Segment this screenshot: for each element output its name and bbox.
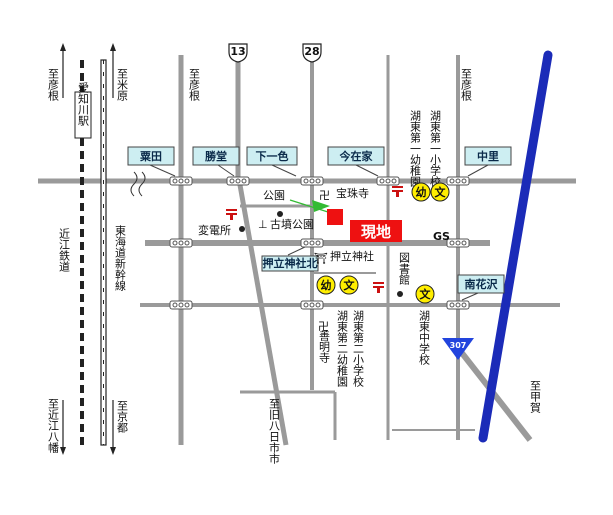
place-library: 図書館: [398, 252, 411, 286]
dir-yokaichi: 至旧八日市市: [268, 398, 281, 465]
route-shield-13: 13: [228, 43, 248, 63]
post-office-icon: [392, 186, 403, 197]
signal-icon: [300, 176, 324, 186]
traffic-signals: [169, 176, 470, 310]
svg-text:幼: 幼: [321, 278, 332, 292]
intersection-katsudo: 勝堂: [205, 149, 227, 163]
svg-text:28: 28: [304, 45, 319, 58]
signal-icon: [300, 300, 324, 310]
post-office-icon: [373, 282, 384, 293]
lake-road: [478, 50, 553, 443]
intersection-nakazato: 中里: [477, 149, 499, 163]
route-shield-307: 307: [442, 338, 474, 360]
dir-hikone-left: 至彦根: [47, 68, 60, 102]
place-kindergarten-2: 湖東第二幼稚園: [336, 310, 349, 388]
place-gas-station: GS: [433, 230, 450, 243]
current-location-marker: [327, 209, 343, 225]
place-park: 公園: [263, 189, 285, 202]
kindergarten-icon: 幼: [411, 182, 431, 202]
svg-text:文: 文: [344, 278, 356, 292]
signal-icon: [169, 238, 193, 248]
place-elementary-1: 湖東第一小学校: [429, 110, 442, 188]
signal-icon: [446, 300, 470, 310]
station-label: 愛知川駅: [77, 82, 90, 127]
signal-icon: [376, 176, 400, 186]
landmark-dot-icon: [277, 211, 283, 217]
route-shield-28: 28: [302, 43, 322, 63]
park-arrow-icon: [312, 200, 330, 212]
signal-icon: [169, 176, 193, 186]
aichigawa-station: 愛知川駅: [74, 82, 92, 139]
signal-icon: [446, 238, 470, 248]
landmark-dot-icon: [239, 226, 245, 232]
temple-mark-icon: ⊥: [258, 218, 268, 231]
svg-text:文: 文: [420, 287, 432, 301]
intersection-labels: 粟田 勝堂 下一色 今在家 中里 押立神社北 南花沢: [127, 146, 512, 301]
temple-icon: 卍: [319, 189, 330, 202]
current-location-label: 現地: [361, 223, 391, 241]
current-location: 現地: [289, 199, 402, 242]
school-icon: 文: [415, 284, 435, 304]
signal-icon: [226, 176, 250, 186]
intersection-imazaike: 今在家: [339, 149, 374, 163]
place-kindergarten-1: 湖東第一幼稚園: [409, 110, 422, 188]
dir-kyoto: 至京都: [116, 400, 129, 433]
place-kofun-park: 古墳公園: [270, 218, 314, 231]
signal-icon: [169, 300, 193, 310]
place-komyoji: 善明寺: [318, 329, 331, 363]
signal-icon: [446, 176, 470, 186]
kindergarten-icon: 幼: [316, 275, 336, 295]
intersection-oshitate-kita: 押立神社北: [263, 256, 318, 270]
shrine-icon: ⛩: [314, 252, 328, 265]
direction-labels: 至彦根 至米原 至彦根 至彦根 至近江八幡 至京都 至甲賀 至旧八日市市: [47, 43, 542, 465]
place-oshitate-jinja: 押立神社: [330, 249, 374, 263]
place-junior-high: 湖東中学校: [418, 310, 431, 366]
dir-hikone-right: 至彦根: [460, 68, 473, 102]
dir-hikone-mid: 至彦根: [188, 68, 201, 102]
places: 公園 卍 宝珠寺 変電所 ⊥ 古墳公園 GS ⛩ 押立神社 図書館 卍 善明寺: [198, 110, 450, 388]
svg-text:307: 307: [450, 341, 467, 350]
intersection-awata: 粟田: [139, 150, 162, 163]
current-location-badge: [350, 220, 402, 242]
dir-omi-hachiman: 至近江八幡: [47, 398, 60, 454]
post-office-icon: [226, 209, 237, 220]
temple-icon: 卍: [318, 320, 329, 333]
intersection-shimoichi: 下一色: [256, 149, 289, 163]
school-icon: 文: [430, 182, 450, 202]
svg-text:幼: 幼: [416, 185, 427, 199]
intersection-minami-kezawa: 南花沢: [465, 277, 499, 291]
railways: [80, 59, 146, 446]
svg-text:13: 13: [230, 45, 245, 58]
dir-yonehara: 至米原: [116, 68, 129, 101]
place-hojuji: 宝珠寺: [336, 186, 369, 200]
school-badges: 幼 文 幼 文 文: [316, 182, 450, 304]
svg-text:文: 文: [435, 185, 447, 199]
dir-koka: 至甲賀: [529, 380, 542, 414]
signal-icon: [300, 238, 324, 248]
road-r13-south: [237, 184, 289, 446]
school-icon: 文: [339, 275, 359, 295]
place-substation: 変電所: [198, 223, 231, 237]
omi-railway-label: 近江鉄道: [58, 228, 71, 272]
shinkansen-label: 東海道新幹線: [114, 225, 127, 291]
landmark-dot-icon: [397, 291, 403, 297]
place-elementary-2: 湖東第二小学校: [352, 310, 365, 388]
